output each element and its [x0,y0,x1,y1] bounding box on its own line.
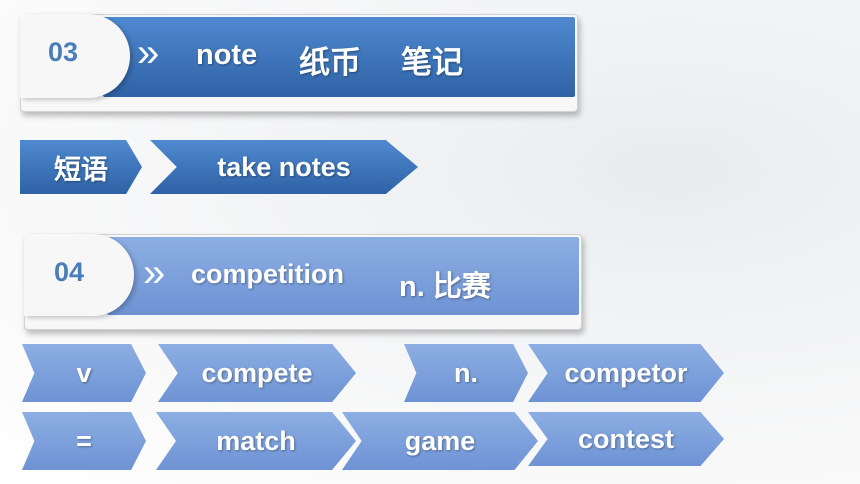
pos-noun-label: n. [454,357,478,388]
section-number: 03 [47,37,79,67]
pos-noun-chip: n. [404,344,528,402]
number-tab [24,234,134,316]
synonym-3: contest [577,423,675,454]
phrase-label-tag: 短语 [20,140,142,194]
synonym-chip-2: game [342,412,538,470]
pos-verb-chip: v [22,344,146,402]
chevron-icon: » [143,251,166,295]
meaning: n. 比赛 [399,271,491,303]
word-banner [107,237,579,315]
vocab-word: note [196,39,258,71]
number-tab [20,14,130,98]
pos-verb-label: v [76,357,92,388]
synonym-chip-3: contest [528,412,724,466]
phrase-chip: take notes [150,140,418,194]
vocab-word: competition [191,259,344,289]
meaning-2: 笔记 [401,45,463,80]
word-banner [103,17,575,97]
word-card-note: 03 » note 纸币 笔记 [20,14,578,112]
phrase-label: 短语 [54,154,108,185]
verb-chip: compete [158,344,356,402]
synonym-label-chip: = [22,412,146,470]
synonym-1: match [216,425,296,456]
noun-chip: competor [528,344,724,402]
chevron-icon: » [137,31,160,75]
meaning-1: 纸币 [299,45,361,80]
phrase-text: take notes [217,151,351,182]
noun-form: competor [564,357,688,388]
synonym-label: = [76,425,92,456]
synonym-chip-1: match [156,412,356,470]
section-number: 04 [53,257,85,287]
synonym-2: game [404,425,476,456]
verb-form: compete [201,357,313,388]
word-card-competition: 04 » competition n. 比赛 [24,234,582,330]
